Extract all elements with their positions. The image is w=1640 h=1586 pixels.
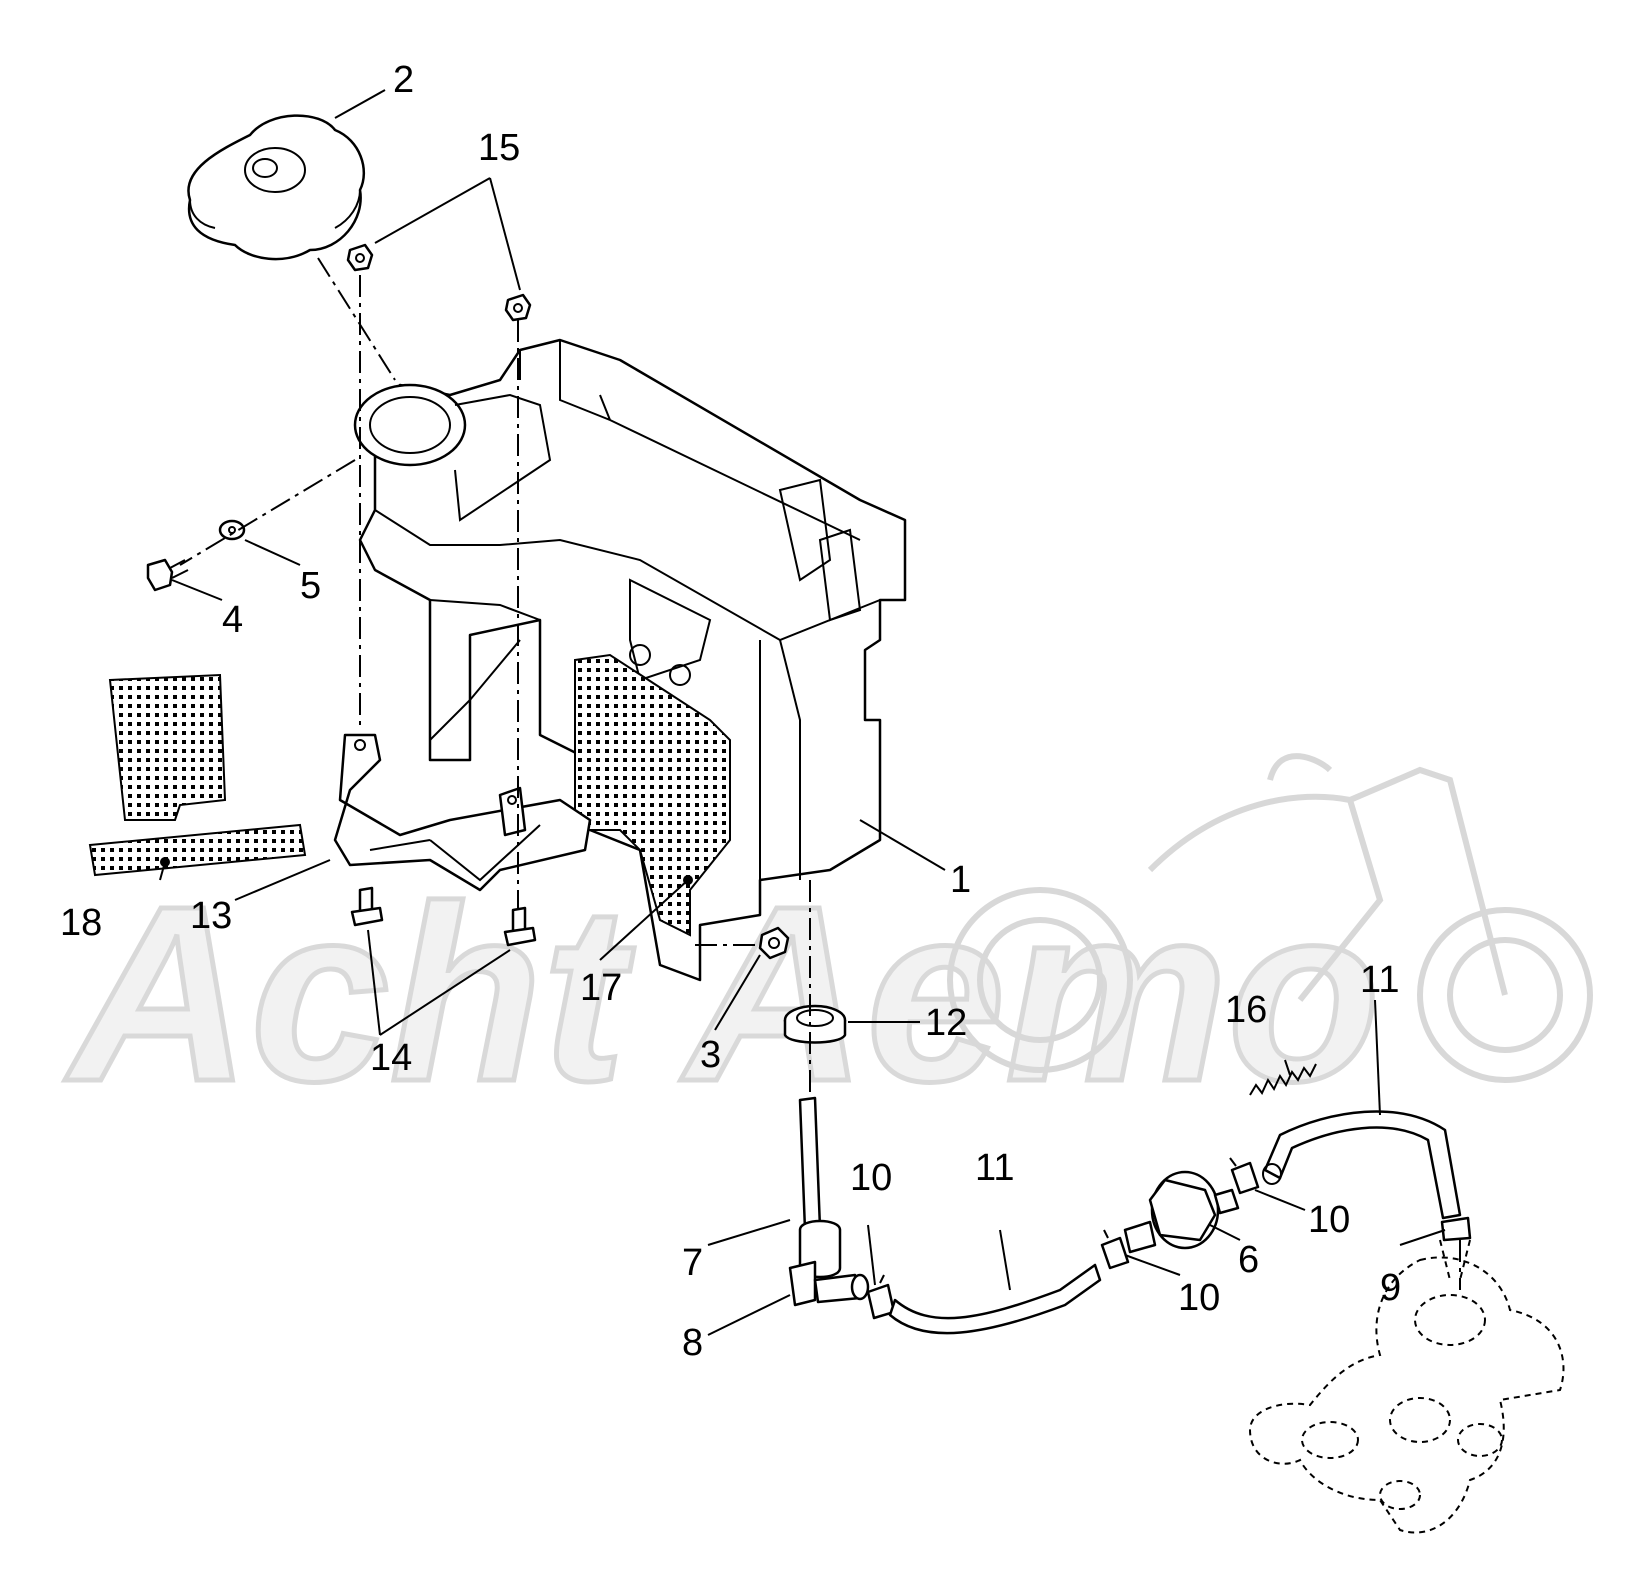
heat-shield-bracket	[333, 733, 592, 892]
callout-2: 2	[393, 59, 414, 101]
bolt-side	[146, 558, 189, 592]
washer	[218, 519, 246, 541]
callout-18: 18	[60, 902, 102, 944]
callout-1: 1	[950, 859, 971, 901]
callout-9: 9	[1380, 1267, 1401, 1309]
callout-12: 12	[925, 1002, 967, 1044]
tank-body	[353, 338, 907, 982]
callout-8: 8	[682, 1322, 703, 1364]
callout-14: 14	[370, 1037, 412, 1079]
carburetor-phantom	[1248, 1239, 1565, 1534]
callout-10-right: 10	[1308, 1199, 1350, 1241]
callout-6: 6	[1238, 1239, 1259, 1281]
callout-4: 4	[222, 599, 243, 641]
callout-5: 5	[300, 565, 321, 607]
alignment-lines	[179, 257, 1461, 1290]
hose-clamp-right	[1229, 1157, 1260, 1195]
decal-sheets	[88, 673, 307, 877]
hose-clamp-mid	[1100, 1229, 1130, 1270]
flange-nut-top-right	[504, 293, 532, 322]
callout-10-left: 10	[850, 1157, 892, 1199]
fuel-hose-upper	[1263, 1110, 1462, 1220]
fuel-filter	[1123, 1170, 1240, 1254]
callout-labels: 2 15 5 4 1 18 13 14 17 3 12 16 11 11 10 …	[60, 59, 1401, 1364]
nut	[758, 926, 790, 960]
callout-11-lower: 11	[975, 1147, 1014, 1189]
callout-7: 7	[682, 1242, 703, 1284]
filler-cap	[187, 114, 366, 261]
callout-17: 17	[580, 967, 622, 1009]
callout-16: 16	[1225, 989, 1267, 1031]
tank-decal	[574, 653, 731, 937]
callout-15: 15	[478, 127, 520, 169]
screw-bottom-right	[503, 906, 537, 947]
leader-lines	[159, 89, 1446, 1336]
callout-13: 13	[190, 895, 232, 937]
hose-clamp-carb	[1440, 1216, 1472, 1242]
callout-11-upper: 11	[1360, 959, 1399, 1001]
screw-bottom-left	[350, 886, 384, 927]
callout-3: 3	[700, 1034, 721, 1076]
callout-10-mid: 10	[1178, 1277, 1220, 1319]
spring	[1249, 1063, 1317, 1096]
pickup-fitting	[788, 1096, 870, 1307]
grommet	[783, 1004, 847, 1044]
motorcycle-icon	[947, 753, 1593, 1083]
fuel-hose-lower	[888, 1263, 1102, 1335]
flange-nut-top-left	[346, 243, 374, 272]
